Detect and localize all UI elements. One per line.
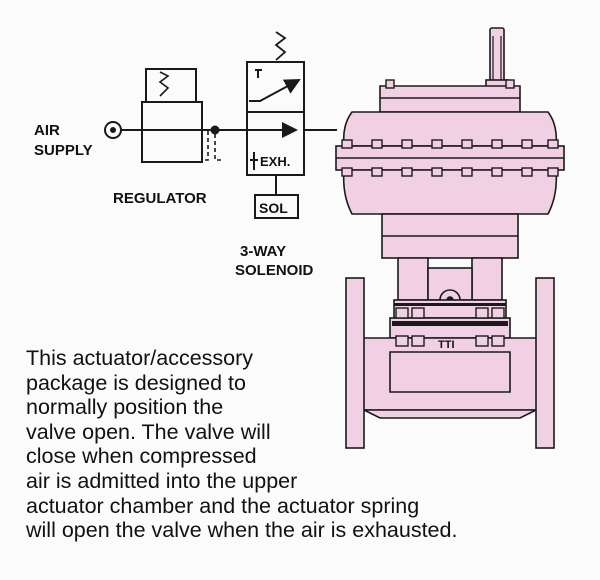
air-supply-label-1: AIR bbox=[34, 122, 60, 139]
regulator-label: REGULATOR bbox=[113, 190, 207, 207]
description-line: close when compressed bbox=[26, 444, 257, 469]
solenoid-label-1: 3-WAY bbox=[240, 243, 286, 260]
air-supply-symbol bbox=[104, 121, 122, 139]
air-supply-label-2: SUPPLY bbox=[34, 142, 93, 159]
bonnet-bolts bbox=[395, 307, 505, 347]
solenoid-valve-symbol bbox=[246, 31, 305, 219]
description-text: This actuator/accessory package is desig… bbox=[26, 346, 457, 543]
regulator-symbol bbox=[141, 68, 224, 163]
exhaust-label: EXH. bbox=[260, 154, 290, 169]
description-line: will open the valve when the air is exha… bbox=[26, 518, 458, 543]
description-line: This actuator/accessory bbox=[26, 346, 254, 370]
valve-dark-bands bbox=[392, 303, 508, 326]
description-line: normally position the bbox=[26, 395, 224, 420]
sol-label: SOL bbox=[259, 200, 288, 216]
valve-brand-label: TTI bbox=[438, 339, 455, 351]
description-line: valve open. The valve will bbox=[26, 419, 271, 444]
solenoid-label-2: SOLENOID bbox=[235, 262, 314, 279]
actuator-bolts bbox=[341, 79, 559, 177]
description-line: package is designed to bbox=[26, 370, 246, 395]
description-line: actuator chamber and the actuator spring bbox=[26, 493, 420, 518]
description-line: air is admitted into the upper bbox=[26, 468, 298, 493]
